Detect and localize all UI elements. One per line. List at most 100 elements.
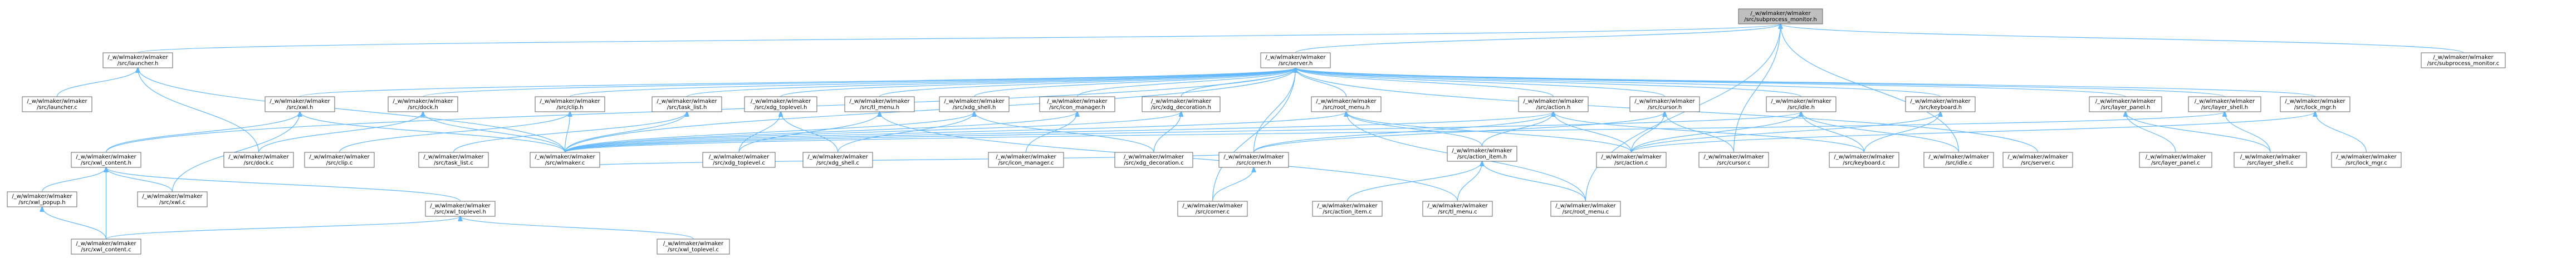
node-xdg-decoration-h[interactable]: /_w/wlmaker/wlmaker/src/xdg_decoration.h [1142, 96, 1221, 112]
node-task-list-c[interactable]: /_w/wlmaker/wlmaker/src/task_list.c [418, 152, 489, 168]
node-xwl-content-h[interactable]: /_w/wlmaker/wlmaker/src/xwl_content.h [71, 152, 141, 168]
node-server-c[interactable]: /_w/wlmaker/wlmaker/src/server.c [2002, 152, 2073, 168]
node-xwl-popup-h[interactable]: /_w/wlmaker/wlmaker/src/xwl_popup.h [7, 191, 77, 207]
edge-keyboard_c-to-action_h [1554, 112, 1865, 153]
node-cursor-c[interactable]: /_w/wlmaker/wlmaker/src/cursor.c [1698, 152, 1769, 168]
edge-action_c-to-idle_h [1630, 112, 1801, 153]
edge-wlmaker_c-to-root_menu_h [564, 112, 1346, 153]
node-cursor-h[interactable]: /_w/wlmaker/wlmaker/src/cursor.h [1629, 96, 1700, 112]
edge-layer_shell_h-to-server_h [1296, 68, 2225, 97]
node-xdg-toplevel-h[interactable]: /_w/wlmaker/wlmaker/src/xdg_toplevel.h [744, 96, 817, 112]
node-xdg-shell-c[interactable]: /_w/wlmaker/wlmaker/src/xdg_shell.c [802, 152, 873, 168]
node-label-line: /_w/wlmaker/wlmaker [270, 98, 330, 105]
node-tl-menu-h[interactable]: /_w/wlmaker/wlmaker/src/tl_menu.h [844, 96, 915, 112]
node-label-line: /src/subprocess_monitor.h [1744, 17, 1816, 23]
node-box [2139, 152, 2212, 168]
node-label-line: /_w/wlmaker/wlmaker [76, 241, 136, 247]
edge-lock_mgr_c-to-lock_mgr_h [2315, 112, 2367, 153]
node-xwl-content-c[interactable]: /_w/wlmaker/wlmaker/src/xwl_content.c [71, 239, 141, 255]
edge-xwl_h-to-server_h [299, 68, 1296, 97]
node-xwl-h[interactable]: /_w/wlmaker/wlmaker/src/xwl.h [265, 96, 335, 112]
node-layer-panel-h[interactable]: /_w/wlmaker/wlmaker/src/layer_panel.h [2089, 96, 2162, 112]
node-clip-h[interactable]: /_w/wlmaker/wlmaker/src/clip.h [535, 96, 605, 112]
node-label-line: /src/xdg_decoration.c [1124, 160, 1183, 166]
node-subprocess-monitor-c[interactable]: /_w/wlmaker/wlmaker/src/subprocess_monit… [2421, 52, 2506, 68]
node-lock-mgr-c[interactable]: /_w/wlmaker/wlmaker/src/lock_mgr.c [2331, 152, 2402, 168]
edge-layer_shell_c-to-layer_shell_h [2225, 112, 2271, 153]
node-action-item-c[interactable]: /_w/wlmaker/wlmaker/src/action_item.c [1312, 201, 1383, 217]
node-label-line: /src/clip.h [556, 105, 583, 111]
node-label-line: /src/layer_panel.c [2151, 160, 2200, 166]
node-box [304, 152, 375, 168]
edge-dock_c-to-dock_h [258, 112, 423, 153]
node-label-line: /_w/wlmaker/wlmaker [423, 154, 484, 160]
node-box [265, 96, 335, 112]
node-xwl-toplevel-c[interactable]: /_w/wlmaker/wlmaker/src/xwl_toplevel.c [657, 239, 730, 255]
node-box [71, 239, 141, 255]
edge-task_list_h-to-server_h [686, 68, 1296, 97]
node-label-line: /_w/wlmaker/wlmaker [430, 203, 491, 209]
edge-idle_h-to-server_h [1296, 68, 1802, 97]
node-box [2331, 152, 2402, 168]
node-dock-c[interactable]: /_w/wlmaker/wlmaker/src/dock.c [223, 152, 294, 168]
node-icon-manager-c[interactable]: /_w/wlmaker/wlmaker/src/icon_manager.c [988, 152, 1064, 168]
edge-action_c-to-root_menu_h [1346, 112, 1632, 153]
node-root-menu-c[interactable]: /_w/wlmaker/wlmaker/src/root_menu.c [1550, 201, 1621, 217]
node-lock-mgr-h[interactable]: /_w/wlmaker/wlmaker/src/lock_mgr.h [2280, 96, 2350, 112]
node-label-line: /src/root_menu.h [1323, 105, 1369, 111]
node-label-line: /_w/wlmaker/wlmaker [1427, 203, 1488, 209]
node-corner-h[interactable]: /_w/wlmaker/wlmaker/src/corner.h [1218, 152, 1289, 168]
node-icon-manager-h[interactable]: /_w/wlmaker/wlmaker/src/icon_manager.h [1039, 96, 1115, 112]
node-idle-c[interactable]: /_w/wlmaker/wlmaker/src/idle.c [1923, 152, 1994, 168]
node-label-line: /_w/wlmaker/wlmaker [2146, 154, 2206, 160]
node-task-list-h[interactable]: /_w/wlmaker/wlmaker/src/task_list.h [652, 96, 722, 112]
node-layer-panel-c[interactable]: /_w/wlmaker/wlmaker/src/layer_panel.c [2139, 152, 2212, 168]
edge-action_c-to-action_h [1554, 112, 1632, 153]
node-label-line: /src/keyboard.c [1843, 160, 1885, 166]
node-label-line: /src/root_menu.c [1563, 209, 1609, 215]
node-keyboard-c[interactable]: /_w/wlmaker/wlmaker/src/keyboard.c [1829, 152, 1899, 168]
node-root-menu-h[interactable]: /_w/wlmaker/wlmaker/src/root_menu.h [1311, 96, 1382, 112]
node-label-line: /_w/wlmaker/wlmaker [1601, 154, 1662, 160]
node-xdg-shell-h[interactable]: /_w/wlmaker/wlmaker/src/xdg_shell.h [939, 96, 1010, 112]
node-box [1596, 152, 1667, 168]
node-box [137, 191, 208, 207]
node-label-line: /src/xdg_shell.h [953, 105, 996, 111]
node-label-line: /src/action.h [1536, 105, 1571, 111]
node-label-line: /src/launcher.c [37, 105, 77, 111]
node-launcher-h[interactable]: /_w/wlmaker/wlmaker/src/launcher.h [102, 52, 173, 68]
node-subprocess-monitor-h[interactable]: /_w/wlmaker/wlmaker/src/subprocess_monit… [1738, 8, 1823, 24]
node-box [802, 152, 873, 168]
node-server-h[interactable]: /_w/wlmaker/wlmaker/src/server.h [1260, 52, 1331, 68]
node-xdg-toplevel-c[interactable]: /_w/wlmaker/wlmaker/src/xdg_toplevel.c [702, 152, 776, 168]
node-layer-shell-h[interactable]: /_w/wlmaker/wlmaker/src/layer_shell.h [2188, 96, 2261, 112]
node-xwl-toplevel-h[interactable]: /_w/wlmaker/wlmaker/src/xwl_toplevel.h [425, 201, 496, 217]
node-box [1114, 152, 1193, 168]
node-box [657, 239, 730, 255]
node-label-line: /src/lock_mgr.c [2345, 160, 2387, 166]
node-label-line: /_w/wlmaker/wlmaker [1555, 203, 1616, 209]
edge-layer_panel_h-to-server_h [1296, 68, 2126, 97]
node-box [702, 152, 776, 168]
node-corner-c[interactable]: /_w/wlmaker/wlmaker/src/corner.c [1177, 201, 1248, 217]
node-action-h[interactable]: /_w/wlmaker/wlmaker/src/action.h [1518, 96, 1589, 112]
node-dock-h[interactable]: /_w/wlmaker/wlmaker/src/dock.h [388, 96, 458, 112]
node-box [1218, 152, 1289, 168]
node-box [1039, 96, 1115, 112]
node-layer-shell-c[interactable]: /_w/wlmaker/wlmaker/src/layer_shell.c [2234, 152, 2307, 168]
node-idle-h[interactable]: /_w/wlmaker/wlmaker/src/idle.h [1766, 96, 1836, 112]
node-clip-c[interactable]: /_w/wlmaker/wlmaker/src/clip.c [304, 152, 375, 168]
node-keyboard-h[interactable]: /_w/wlmaker/wlmaker/src/keyboard.h [1905, 96, 1976, 112]
node-wlmaker-c[interactable]: /_w/wlmaker/wlmaker/src/wlmaker.c [530, 152, 600, 168]
node-action-c[interactable]: /_w/wlmaker/wlmaker/src/action.c [1596, 152, 1667, 168]
node-label-line: /_w/wlmaker/wlmaker [540, 98, 600, 105]
node-label-line: /src/cursor.c [1717, 160, 1750, 166]
node-xwl-c[interactable]: /_w/wlmaker/wlmaker/src/xwl.c [137, 191, 208, 207]
node-tl-menu-c[interactable]: /_w/wlmaker/wlmaker/src/tl_menu.c [1422, 201, 1493, 217]
node-xdg-decoration-c[interactable]: /_w/wlmaker/wlmaker/src/xdg_decoration.c [1114, 152, 1193, 168]
node-box [1829, 152, 1899, 168]
node-label-line: /_w/wlmaker/wlmaker [1151, 98, 1212, 105]
node-action-item-h[interactable]: /_w/wlmaker/wlmaker/src/action_item.h [1447, 146, 1517, 162]
node-launcher-c[interactable]: /_w/wlmaker/wlmaker/src/launcher.c [22, 96, 92, 112]
node-label-line: /_w/wlmaker/wlmaker [751, 98, 811, 105]
